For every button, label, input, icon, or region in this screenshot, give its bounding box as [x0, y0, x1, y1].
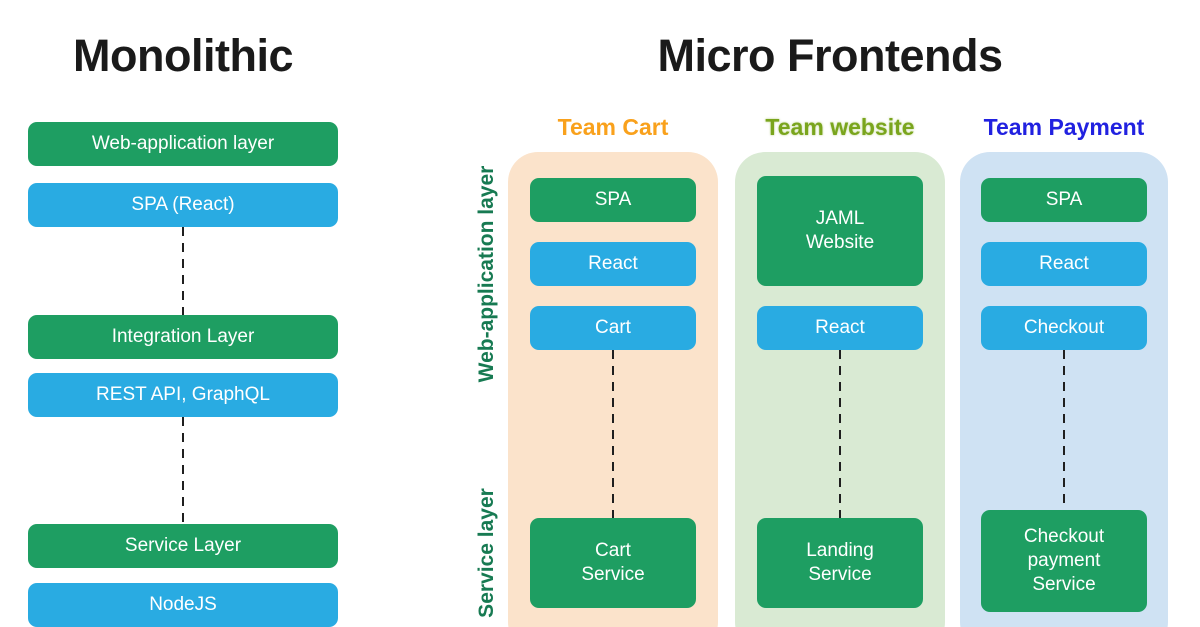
- website-jaml-website-box: JAML Website: [757, 176, 923, 286]
- mono-service-layer-box: Service Layer: [28, 524, 338, 568]
- payment-react-box: React: [981, 242, 1147, 286]
- mono-connector-line-bottom: [182, 417, 184, 524]
- cart-service-box: Cart Service: [530, 518, 696, 608]
- mono-connector-line-top: [182, 227, 184, 315]
- website-connector-line: [839, 350, 841, 518]
- team-website-label: Team website: [765, 114, 915, 140]
- side-label-web-application-layer: Web-application layer: [475, 165, 498, 383]
- website-landing-service-box: Landing Service: [757, 518, 923, 608]
- side-label-service-layer: Service layer: [475, 488, 498, 618]
- mono-spa-react-box: SPA (React): [28, 183, 338, 227]
- payment-checkout-payment-service-box: Checkout payment Service: [981, 510, 1147, 612]
- cart-react-box: React: [530, 242, 696, 286]
- mono-web-application-layer-box: Web-application layer: [28, 122, 338, 166]
- payment-checkout-box: Checkout: [981, 306, 1147, 350]
- monolithic-title: Monolithic: [73, 30, 293, 81]
- website-react-box: React: [757, 306, 923, 350]
- mono-integration-layer-box: Integration Layer: [28, 315, 338, 359]
- cart-connector-line: [612, 350, 614, 518]
- micro-frontends-title: Micro Frontends: [657, 30, 1003, 81]
- payment-spa-box: SPA: [981, 178, 1147, 222]
- cart-spa-box: SPA: [530, 178, 696, 222]
- payment-connector-line: [1063, 350, 1065, 510]
- team-payment-label: Team Payment: [983, 114, 1145, 140]
- mono-nodejs-box: NodeJS: [28, 583, 338, 627]
- cart-cart-box: Cart: [530, 306, 696, 350]
- mono-rest-api-graphql-box: REST API, GraphQL: [28, 373, 338, 417]
- team-cart-label: Team Cart: [557, 114, 669, 140]
